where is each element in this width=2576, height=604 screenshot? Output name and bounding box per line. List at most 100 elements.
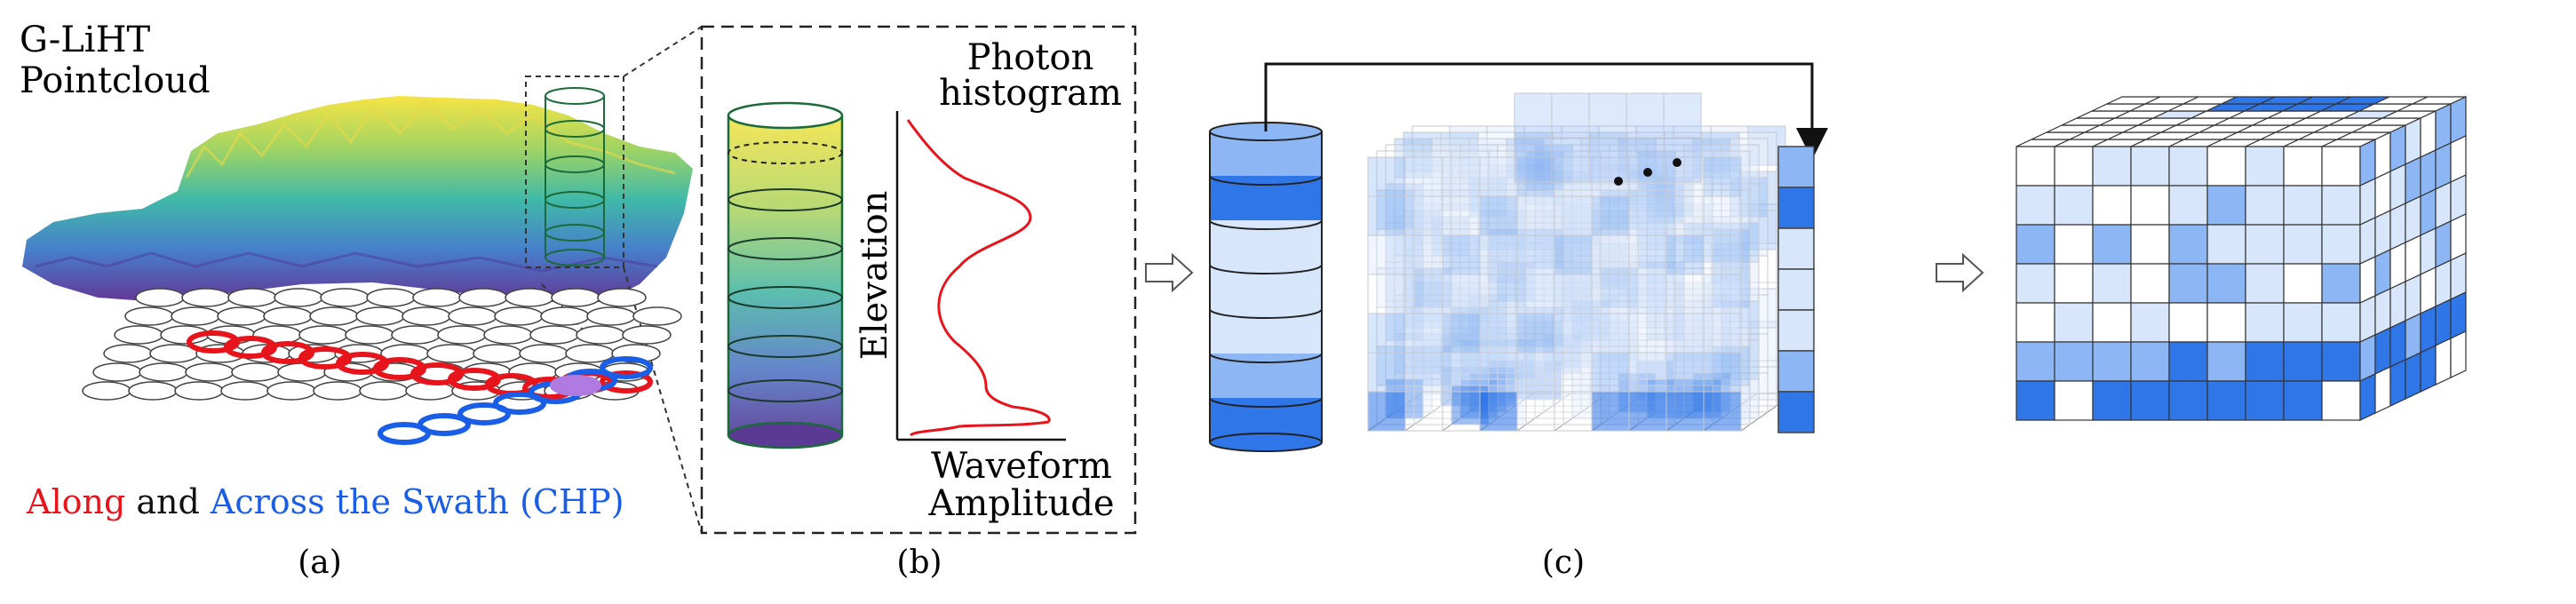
pointcloud-title-line2: Pointcloud [20,60,211,101]
footprint-ellipse [529,325,579,345]
front-voxel-face [2054,302,2094,343]
voxel-cell [1703,274,1742,314]
voxel-cell [1479,234,1518,275]
voxel-cell [1404,274,1443,314]
front-voxel-face [2015,224,2055,265]
front-voxel-face [2092,224,2132,265]
footprint-ellipse [92,362,142,382]
side-voxel-face [2359,334,2376,382]
highlighted-voxel [1777,309,1815,352]
voxel-cell [1367,274,1406,314]
front-voxel-face [2130,341,2170,382]
histogram-x-label-line1: Waveform [931,446,1112,487]
voxel-cell [1479,391,1518,432]
side-voxel-face [2359,295,2376,343]
voxel-cell [1554,234,1593,275]
side-voxel-face [2374,249,2391,297]
voxel-cell [1442,391,1481,432]
voxel-cell [1591,156,1630,197]
side-voxel-face [2374,171,2391,219]
highlighted-voxel [1777,391,1815,433]
front-voxel-face [2245,380,2285,421]
panel-a-label: (a) [298,544,342,581]
voxel-cell [1404,313,1443,354]
front-voxel-face [2245,224,2285,265]
voxel-cell [1516,234,1555,275]
voxel-cell [1628,352,1667,393]
voxel-cell [1628,274,1667,314]
side-voxel-face [2420,149,2437,197]
voxel-cell [1703,391,1742,432]
across-track-footprint [457,402,511,425]
front-voxel-face [2245,263,2285,304]
voxel-cell [1514,137,1553,183]
front-voxel-face [2283,263,2323,304]
side-voxel-face [2420,110,2437,158]
voxel-cell [1554,352,1593,393]
voxel-cell [1554,195,1593,236]
histogram-x-label-line2: Amplitude [927,483,1114,524]
panel-b: Photon histogram Elevation Waveform Ampl… [700,25,1137,581]
column-base [1209,433,1323,452]
front-voxel-face [2168,341,2208,382]
side-voxel-face [2450,135,2467,183]
front-voxel-face [2321,185,2361,226]
waveform-curve [906,119,1051,437]
footprint-ellipse [586,306,636,326]
front-voxel-face [2092,263,2132,304]
solid-voxel-cube [2015,96,2467,421]
side-voxel-face [2389,281,2406,329]
voxel-cell [1404,195,1443,236]
front-voxel-face [2245,185,2285,226]
side-voxel-face [2420,266,2437,314]
footprint-ellipse [103,344,153,363]
footprint-ellipse [448,306,497,326]
front-voxel-face [2130,146,2170,187]
side-voxel-face [2450,213,2467,261]
footprint-ellipse [494,306,544,326]
voxel-cell [1703,156,1742,197]
side-voxel-face [2435,103,2452,151]
voxel-cell [1479,195,1518,236]
voxel-cell [1666,156,1705,197]
side-voxel-face [2450,291,2467,339]
voxel-cell [1516,352,1555,393]
footprint-ellipse [458,288,508,307]
voxel-cell [1442,352,1481,393]
voxel-cell [1591,313,1630,354]
voxel-cell [1551,137,1590,183]
front-voxel-face [2168,185,2208,226]
column-ring [1209,308,1323,319]
front-voxel-face [2054,341,2094,382]
voxel-cell [1442,313,1481,354]
hollow-right-arrow-icon [1936,252,1984,293]
front-voxel-face [2283,341,2323,382]
side-voxel-face [2359,256,2376,304]
across-track-footprint [493,392,546,415]
voxel-cell [1479,313,1518,354]
front-voxel-face [2321,224,2361,265]
caption-along: Along [26,482,125,521]
ellipsis-dot [1643,168,1652,177]
footprint-ellipse [402,306,451,326]
side-voxel-face [2389,163,2406,211]
voxel-cell [1628,195,1667,236]
voxel-cell [1367,234,1406,275]
voxel-cell [1663,137,1702,183]
pointcloud-canopy-texture [185,99,676,179]
side-voxel-face [2420,306,2437,354]
footprint-ellipse [359,381,409,401]
voxel-cell [1588,137,1627,183]
front-voxel-face [2283,185,2323,226]
footprint-ellipse [171,306,220,326]
voxel-cell [1516,195,1555,236]
side-voxel-face [2374,366,2391,414]
across-track-footprint [600,356,653,379]
voxel-cell [1404,352,1443,393]
voxel-cell [1442,274,1481,314]
footprint-ellipse [519,344,568,363]
hollow-right-arrow-icon [1145,252,1194,293]
footprint-ellipse [274,288,323,307]
voxel-cell [1663,92,1702,139]
front-voxel-face [2283,380,2323,421]
